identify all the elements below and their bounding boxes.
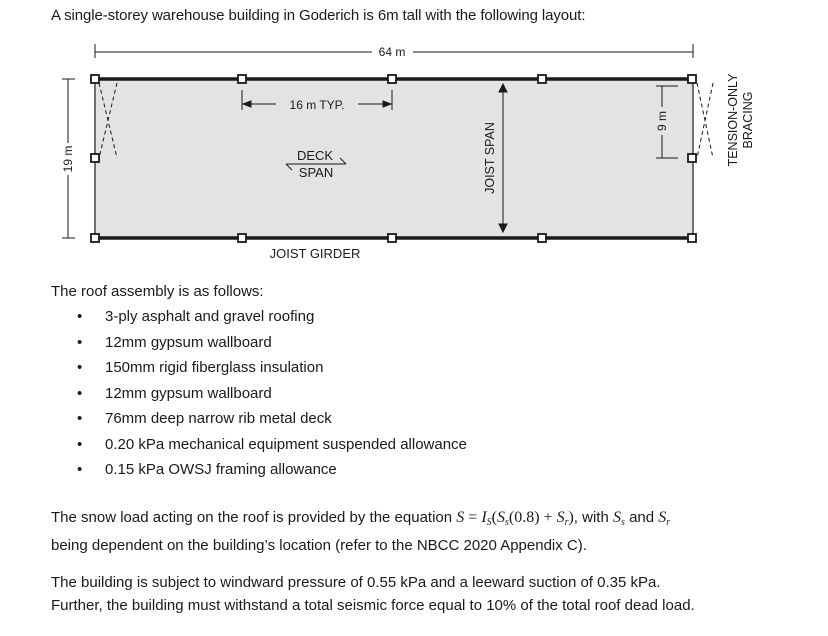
column [90,74,100,84]
snow-symbol-sr: Sr [658,509,671,528]
column [537,74,547,84]
height-dimension [62,78,75,239]
deck-label: DECK [297,148,333,163]
width-dimension [94,44,694,58]
snow-equation: S = IS(Ss(0.8) + Sr) [456,509,574,528]
snow-symbol-ss: Ss [612,509,625,528]
intro-text: A single-storey warehouse building in Go… [51,7,586,24]
loads-paragraph: The building is subject to windward pres… [51,571,695,617]
bracing-label-line2: BRACING [741,92,755,149]
list-item: 12mm gypsum wallboard [51,333,467,359]
list-item: 3-ply asphalt and gravel roofing [51,307,467,333]
roof-area [94,78,694,239]
column [687,233,697,243]
snow-load-line-1: The snow load acting on the roof is prov… [51,506,670,534]
column [237,233,247,243]
column [687,74,697,84]
column [90,233,100,243]
joist-girder-label: JOIST GIRDER [270,246,361,261]
roof-assembly-list: 3-ply asphalt and gravel roofing 12mm gy… [51,307,467,486]
snow-text-after-eq: , with [573,509,609,526]
snow-text-before: The snow load acting on the roof is prov… [51,509,453,526]
column [90,153,100,163]
list-item: 150mm rigid fiberglass insulation [51,358,467,384]
deck-span-arrow [285,157,347,171]
bay-9m-dimension [656,85,678,159]
column [387,233,397,243]
warehouse-plan-diagram: 64 m 19 m [61,44,755,261]
snow-load-paragraph: The snow load acting on the roof is prov… [51,506,670,557]
snow-load-line-2: being dependent on the building’s locati… [51,537,587,554]
roof-assembly-title: The roof assembly is as follows: [51,283,264,300]
bracing-label-line1: TENSION-ONLY [726,73,740,166]
width-dimension-label: 64 m [379,45,406,59]
list-item: 76mm deep narrow rib metal deck [51,409,467,435]
bracing-left [98,82,118,159]
list-item: 12mm gypsum wallboard [51,384,467,410]
joist-span-label: JOIST SPAN [483,122,497,194]
deck-span-label: SPAN [299,165,333,180]
list-item: 0.20 kPa mechanical equipment suspended … [51,435,467,461]
column [687,153,697,163]
column [537,233,547,243]
joist-span-arrow [498,82,508,234]
bay-9m-label: 9 m [655,111,669,131]
column [237,74,247,84]
typical-bay-dimension [241,90,393,110]
height-dimension-label: 19 m [61,146,75,173]
column [387,74,397,84]
snow-text-and: and [629,509,655,526]
bracing-right [696,82,714,159]
loads-line-1: The building is subject to windward pres… [51,574,661,591]
typical-bay-label: 16 m TYP. [290,98,345,112]
columns [90,74,697,243]
list-item: 0.15 kPa OWSJ framing allowance [51,460,467,486]
loads-line-2: Further, the building must withstand a t… [51,597,695,614]
